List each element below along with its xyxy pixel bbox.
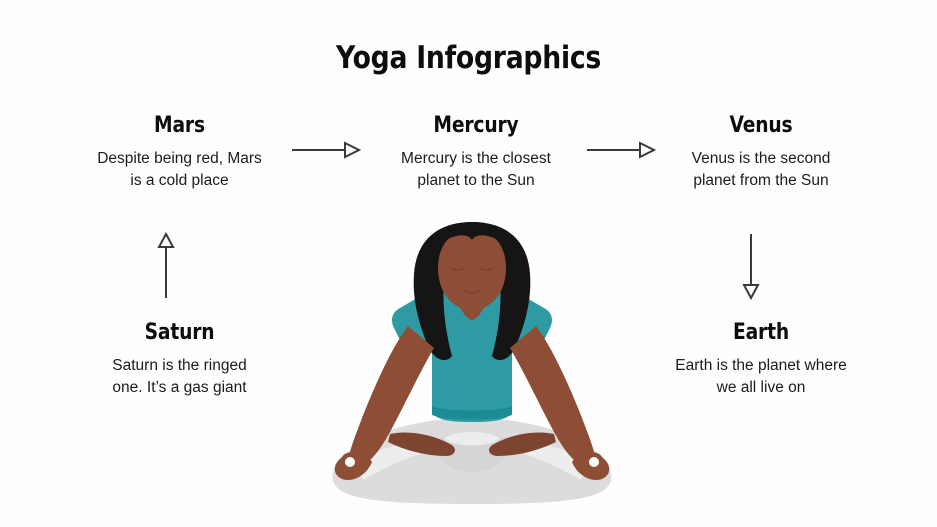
illustration-hair-front	[429, 222, 515, 266]
illustration-face-features	[451, 267, 493, 294]
planet-description-mars: Despite being red, Mars is a cold place	[97, 150, 262, 189]
yoga-meditation-illustration	[332, 222, 612, 504]
planet-heading-venus: Venus	[729, 113, 793, 138]
planet-description-venus: Venus is the second planet from the Sun	[691, 150, 831, 189]
planet-block-saturn: Saturn Saturn is the ringed one. It’s a …	[97, 320, 262, 398]
illustration-forearms-resting	[388, 432, 556, 456]
illustration-face	[438, 230, 506, 310]
planet-block-mercury: Mercury Mercury is the closest planet to…	[383, 113, 569, 191]
planet-heading-mercury: Mercury	[433, 113, 519, 138]
planet-block-venus: Venus Venus is the second planet from th…	[675, 113, 847, 191]
illustration-arm-left	[334, 326, 434, 480]
planet-block-mars: Mars Despite being red, Mars is a cold p…	[97, 113, 262, 191]
arrow-up-icon-saturn-to-mars	[157, 232, 175, 298]
planet-heading-saturn: Saturn	[144, 320, 215, 345]
planet-block-earth: Earth Earth is the planet where we all l…	[675, 320, 847, 398]
planet-heading-earth: Earth	[732, 320, 790, 345]
planet-description-earth: Earth is the planet where we all live on	[675, 357, 847, 396]
arrow-right-icon-mars-to-mercury	[292, 141, 361, 159]
arrow-right-icon-mercury-to-venus	[587, 141, 656, 159]
planet-description-saturn: Saturn is the ringed one. It’s a gas gia…	[112, 357, 247, 396]
illustration-arm-right	[510, 326, 610, 480]
arrow-down-icon-venus-to-earth	[742, 234, 760, 300]
planet-description-mercury: Mercury is the closest planet to the Sun	[401, 150, 551, 189]
planet-heading-mars: Mars	[154, 113, 205, 138]
page-title: Yoga Infographics	[335, 40, 602, 76]
